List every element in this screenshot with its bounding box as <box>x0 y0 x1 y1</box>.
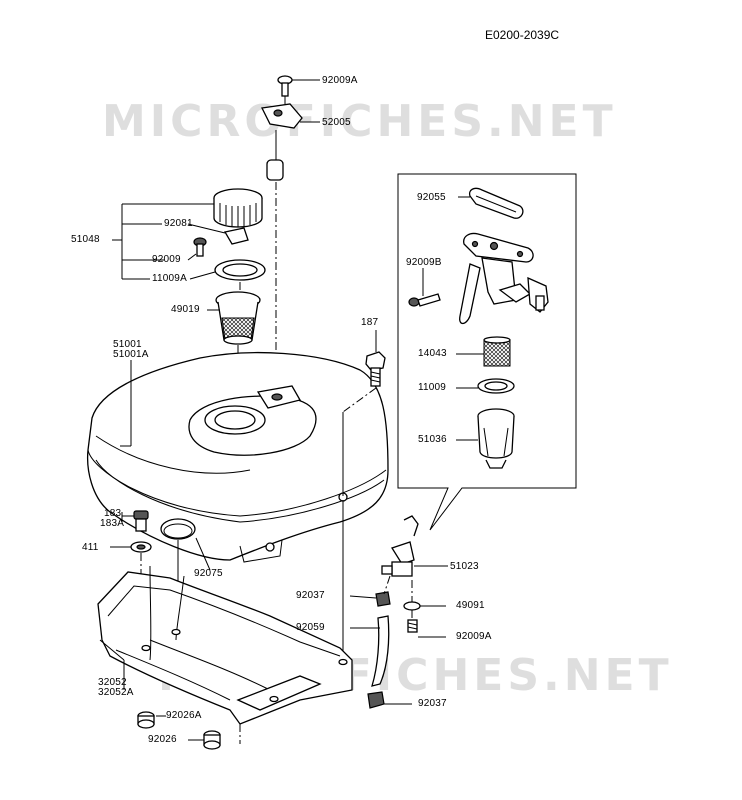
screw-92009A-top <box>277 75 293 97</box>
washer-49091 <box>403 601 421 611</box>
label-92055: 92055 <box>417 192 446 203</box>
fuel-cock-body <box>459 232 549 325</box>
screw-92009A-bottom <box>407 619 418 633</box>
screw-92009 <box>193 237 207 257</box>
base-plate-32052 <box>97 565 353 725</box>
label-14043: 14043 <box>418 348 447 359</box>
label-52005: 52005 <box>322 117 351 128</box>
label-51001: 51001 <box>113 339 142 350</box>
label-11009: 11009 <box>418 382 447 393</box>
label-183A: 183A <box>100 518 125 529</box>
label-32052: 32052 <box>98 677 127 688</box>
washer-411 <box>130 541 152 553</box>
label-51036: 51036 <box>418 434 447 445</box>
gauge-plate-52005 <box>261 103 303 129</box>
screen-14043 <box>483 336 511 367</box>
mount-92026A <box>137 711 155 729</box>
mount-92026 <box>203 730 221 750</box>
drain-plug-183 <box>133 510 149 532</box>
fuel-tank-51001 <box>86 352 389 563</box>
gasket-11009A <box>214 259 266 281</box>
label-92059: 92059 <box>296 622 325 633</box>
label-92037-bottom: 92037 <box>418 698 447 709</box>
label-183: 183 <box>104 508 122 519</box>
gasket-92055 <box>468 187 524 219</box>
label-32052A: 32052A <box>98 687 134 698</box>
label-51048: 51048 <box>71 234 100 245</box>
screw-92009B <box>408 293 441 307</box>
clip-92037-top <box>375 591 391 607</box>
label-92009A-bottom: 92009A <box>456 631 492 642</box>
label-92009B: 92009B <box>406 257 442 268</box>
drawing-reference: E0200-2039C <box>485 28 560 42</box>
oring-11009 <box>477 378 515 394</box>
label-92075: 92075 <box>194 568 223 579</box>
leader-lines <box>99 79 484 741</box>
fuel-cap-51048 <box>213 188 263 228</box>
label-92009: 92009 <box>152 254 181 265</box>
label-11009A: 11009A <box>152 273 187 284</box>
label-92009A-top: 92009A <box>322 75 358 86</box>
hose-92059 <box>371 615 390 687</box>
label-92026A: 92026A <box>166 710 202 721</box>
bowl-51036 <box>477 408 515 469</box>
fuel-cock-51023 <box>381 515 419 577</box>
label-92081: 92081 <box>164 218 193 229</box>
watermark-top: MICROFICHES.NET <box>102 96 617 147</box>
label-92026: 92026 <box>148 734 177 745</box>
cap-92075 <box>160 518 196 540</box>
label-51023: 51023 <box>450 561 479 572</box>
fuel-cock-detail-box <box>397 173 577 531</box>
clip-92037-bottom <box>367 691 385 709</box>
label-187: 187 <box>361 317 379 328</box>
bolt-187 <box>365 351 386 387</box>
strainer-49019 <box>215 291 261 345</box>
label-49019: 49019 <box>171 304 200 315</box>
label-92037-top: 92037 <box>296 590 325 601</box>
label-411: 411 <box>82 542 99 553</box>
label-51001A: 51001A <box>113 349 149 360</box>
label-49091: 49091 <box>456 600 485 611</box>
